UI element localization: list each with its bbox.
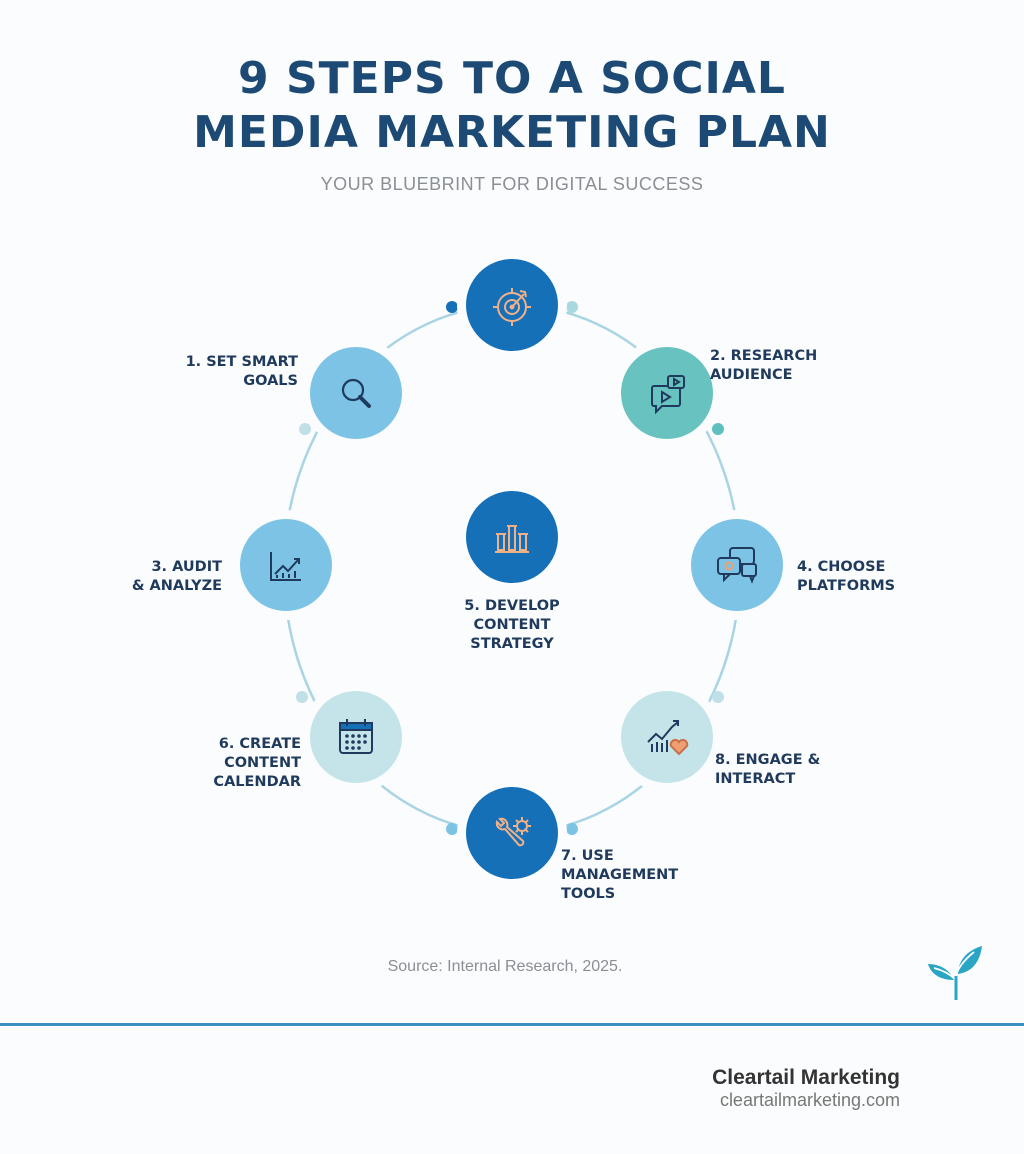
step-node-4 xyxy=(691,519,783,611)
growth-heart-icon xyxy=(647,720,689,756)
chart-up-icon xyxy=(270,552,301,581)
step-label-8: 8. ENGAGE &INTERACT xyxy=(715,752,821,787)
ring-dots xyxy=(296,301,724,835)
subtitle: YOUR BLUEBRINT FOR DIGITAL SUCCESS xyxy=(320,174,704,194)
title-line-2: MEDIA MARKETING PLAN xyxy=(193,107,831,158)
target-icon xyxy=(493,288,531,326)
magnifier-icon xyxy=(341,378,371,408)
source-note: Source: Internal Research, 2025. xyxy=(387,958,623,975)
step-node-2 xyxy=(621,347,713,439)
chat-bubbles-icon xyxy=(717,547,757,584)
step-node-5 xyxy=(466,491,558,583)
video-chat-icon xyxy=(651,375,685,415)
step-node-8 xyxy=(621,691,713,783)
footer-divider xyxy=(0,1023,1024,1026)
wrench-gear-icon xyxy=(495,817,531,847)
brand-name: Cleartail Marketing xyxy=(712,1066,900,1089)
brand-url: cleartailmarketing.com xyxy=(719,1090,900,1110)
calendar-icon xyxy=(339,719,373,754)
step-node-6 xyxy=(310,691,402,783)
step-node-7 xyxy=(466,787,558,879)
page-title: 9 STEPS TO A SOCIAL MEDIA MARKETING PLAN xyxy=(0,52,1024,160)
leaf-sprout-icon xyxy=(928,946,982,1000)
step-node-1 xyxy=(310,347,402,439)
step-node-3 xyxy=(240,519,332,611)
pillars-icon xyxy=(495,525,529,553)
step-node-target xyxy=(466,259,558,351)
title-line-1: 9 STEPS TO A SOCIAL xyxy=(238,53,786,104)
step-label-3: 3. AUDIT& ANALYZE xyxy=(131,559,222,594)
